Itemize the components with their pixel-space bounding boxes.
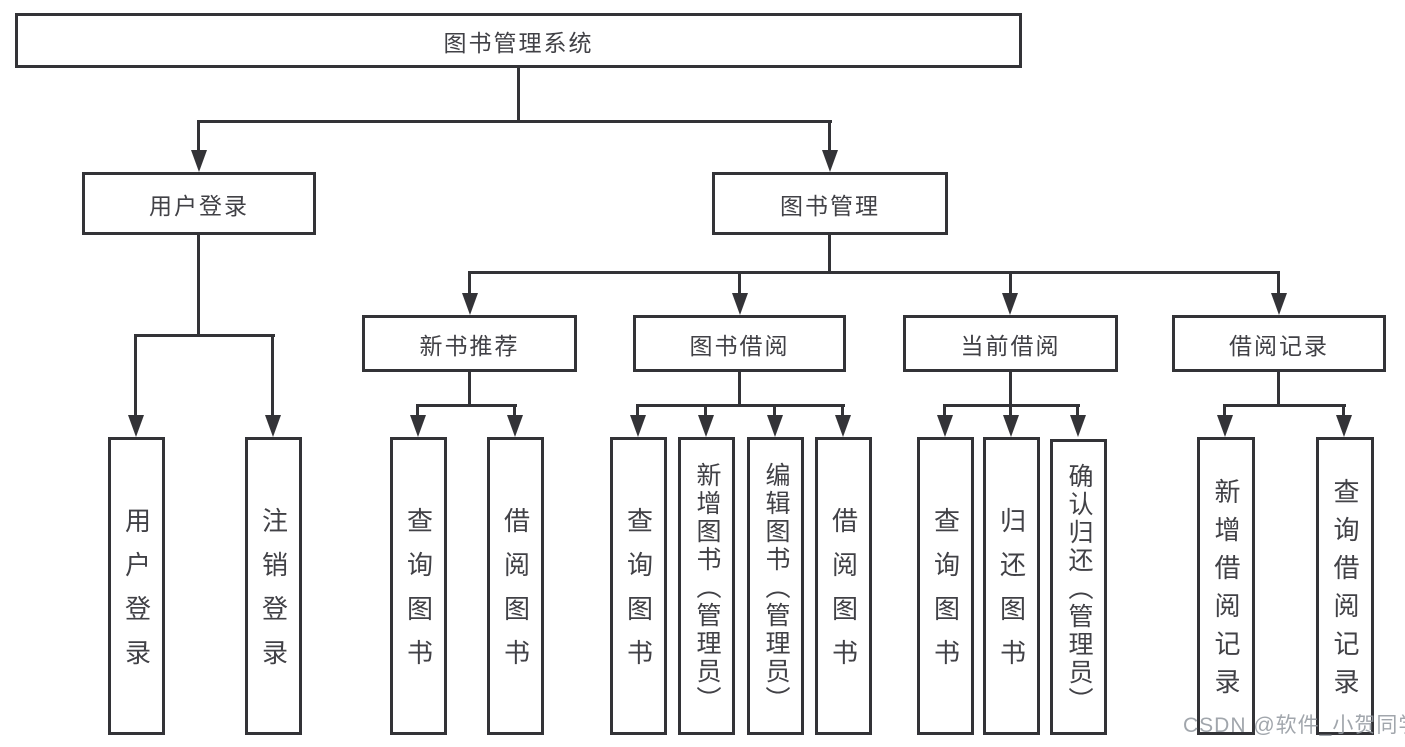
arrowhead-icon <box>732 293 748 315</box>
connector-drop <box>1076 404 1079 417</box>
node-borrow-books: 借阅图书 <box>815 437 872 735</box>
node-user-login: 用户登录 <box>108 437 165 735</box>
node-label: 编辑图书（管理员） <box>762 461 790 714</box>
connector-drop <box>1009 404 1012 417</box>
connector-drop <box>943 404 946 417</box>
node-label: 用户登录 <box>121 507 152 683</box>
connector-drop-current-borrow <box>1009 271 1012 297</box>
connector-book-borrow-stem <box>738 372 741 407</box>
connector-drop-login-leaf <box>134 334 137 417</box>
node-root-library-system: 图书管理系统 <box>15 13 1022 68</box>
arrowhead-icon <box>1003 415 1019 437</box>
connector-drop <box>773 404 776 417</box>
connector-drop-book-mgmt <box>828 120 831 152</box>
arrowhead-icon <box>1070 415 1086 437</box>
connector-user-login-stem <box>197 235 200 337</box>
arrowhead-icon <box>698 415 714 437</box>
arrowhead-icon <box>462 293 478 315</box>
node-label: 当前借阅 <box>960 332 1061 359</box>
node-query-books-borrowing: 查询图书 <box>610 437 667 735</box>
arrowhead-icon <box>1217 415 1233 437</box>
arrowhead-icon <box>410 415 426 437</box>
node-label: 查询图书 <box>623 507 654 683</box>
node-book-borrowing: 图书借阅 <box>633 315 846 372</box>
node-label: 用户登录 <box>149 192 249 219</box>
arrowhead-icon <box>767 415 783 437</box>
node-query-books-recommend: 查询图书 <box>390 437 447 735</box>
connector-drop <box>636 404 639 417</box>
node-label: 新增图书（管理员） <box>693 461 721 714</box>
node-label: 图书借阅 <box>689 332 790 359</box>
node-borrowing-records: 借阅记录 <box>1172 315 1386 372</box>
connector-drop <box>416 404 419 417</box>
connector-bus-book-borrow <box>636 404 845 407</box>
node-borrow-books-recommend: 借阅图书 <box>487 437 544 735</box>
node-edit-book-admin: 编辑图书（管理员） <box>747 437 804 735</box>
node-label: 新书推荐 <box>419 332 520 359</box>
connector-borrow-record-stem <box>1277 372 1280 407</box>
arrowhead-icon <box>630 415 646 437</box>
connector-root-stem <box>517 67 520 123</box>
arrowhead-icon <box>265 415 281 437</box>
node-new-book-recommend: 新书推荐 <box>362 315 577 372</box>
connector-drop <box>1223 404 1226 417</box>
node-label: 归还图书 <box>996 507 1027 683</box>
arrowhead-icon <box>822 150 838 172</box>
arrowhead-icon <box>507 415 523 437</box>
arrowhead-icon <box>191 150 207 172</box>
node-label: 借阅图书 <box>500 507 531 683</box>
node-label: 图书管理系统 <box>443 29 594 56</box>
node-label: 查询图书 <box>403 507 434 683</box>
connector-bus-user-login <box>134 334 275 337</box>
connector-bus-level3 <box>468 271 1280 274</box>
node-label: 查询借阅记录 <box>1330 478 1360 706</box>
node-query-books-current: 查询图书 <box>917 437 974 735</box>
node-return-books: 归还图书 <box>983 437 1040 735</box>
connector-bus-borrow-record <box>1223 404 1346 407</box>
arrowhead-icon <box>835 415 851 437</box>
connector-drop-borrow-record <box>1277 271 1280 297</box>
arrowhead-icon <box>1271 293 1287 315</box>
node-user-logout: 注销登录 <box>245 437 302 735</box>
node-label: 查询图书 <box>930 507 961 683</box>
arrowhead-icon <box>1336 415 1352 437</box>
node-book-management-group: 图书管理 <box>712 172 948 235</box>
connector-bus-level2 <box>197 120 832 123</box>
node-label: 新增借阅记录 <box>1211 478 1241 706</box>
node-label: 确认归还（管理员） <box>1065 462 1093 715</box>
connector-drop-book-borrow <box>738 271 741 297</box>
arrowhead-icon <box>1002 293 1018 315</box>
connector-bus-new-book <box>416 404 517 407</box>
arrowhead-icon <box>128 415 144 437</box>
connector-drop <box>704 404 707 417</box>
node-confirm-return-admin: 确认归还（管理员） <box>1050 439 1107 735</box>
connector-drop <box>513 404 516 417</box>
node-current-borrowing: 当前借阅 <box>903 315 1118 372</box>
connector-new-book-stem <box>468 372 471 407</box>
node-user-login-group: 用户登录 <box>82 172 316 235</box>
node-label: 图书管理 <box>780 192 880 219</box>
connector-drop <box>1342 404 1345 417</box>
node-label: 注销登录 <box>258 507 289 683</box>
connector-book-mgmt-stem <box>828 235 831 274</box>
arrowhead-icon <box>937 415 953 437</box>
node-add-book-admin: 新增图书（管理员） <box>678 437 735 735</box>
connector-drop-user-login <box>197 120 200 152</box>
connector-drop <box>841 404 844 417</box>
node-query-borrow-record: 查询借阅记录 <box>1316 437 1374 735</box>
node-label: 借阅记录 <box>1229 332 1329 359</box>
node-label: 借阅图书 <box>828 507 859 683</box>
connector-drop-logout-leaf <box>271 334 274 417</box>
csdn-watermark: CSDN @软件_小贺同学 <box>1183 714 1405 737</box>
connector-drop-new-book <box>468 271 471 297</box>
node-add-borrow-record: 新增借阅记录 <box>1197 437 1255 735</box>
connector-current-borrow-stem <box>1009 372 1012 407</box>
